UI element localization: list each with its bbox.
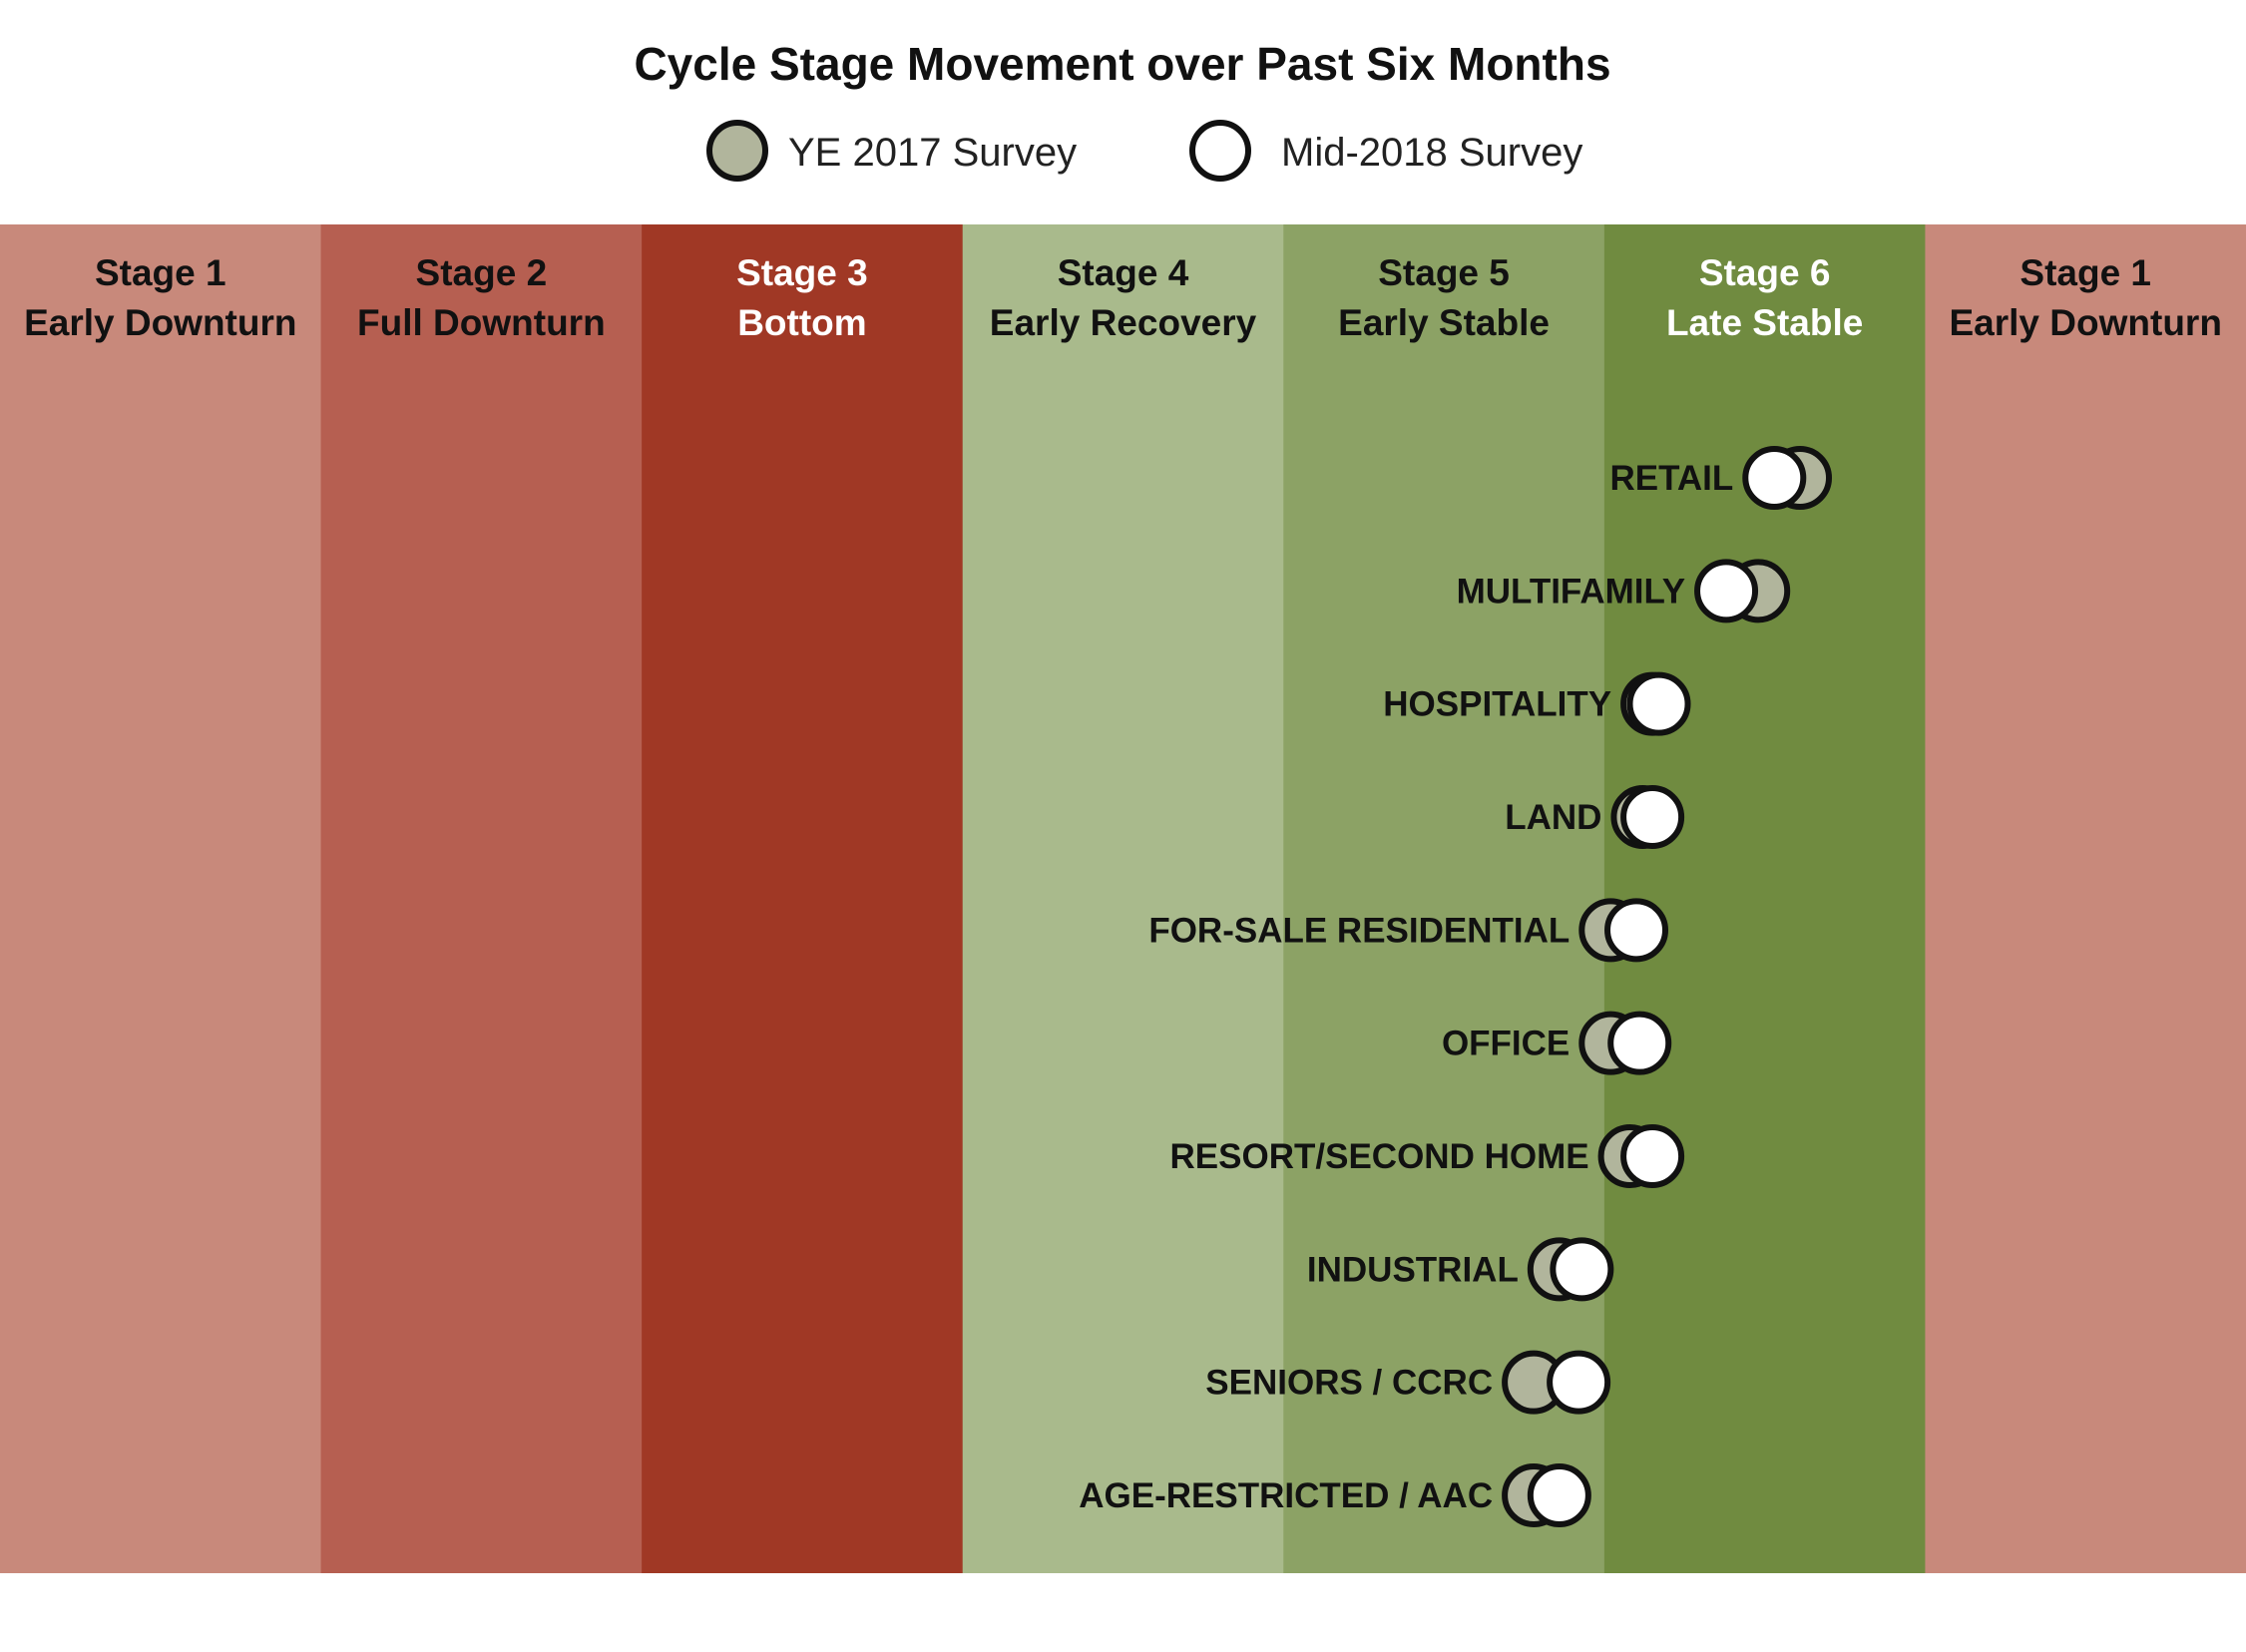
stage-band-7 (1925, 224, 2246, 1573)
stage-label-number-5: Stage 5 (1378, 252, 1510, 293)
marker-mid2018 (1694, 559, 1759, 623)
category-label: FOR-SALE RESIDENTIAL (1148, 911, 1570, 950)
marker-mid2018 (1607, 1011, 1672, 1075)
stage-label-number-4: Stage 4 (1058, 252, 1189, 293)
category-label: AGE-RESTRICTED / AAC (1079, 1476, 1493, 1515)
stage-label-name-1: Early Downturn (24, 302, 296, 343)
chart-title: Cycle Stage Movement over Past Six Month… (634, 38, 1610, 90)
stage-label-name-4: Early Recovery (990, 302, 1257, 343)
stage-label-number-1: Stage 1 (95, 252, 226, 293)
marker-mid2018 (1547, 1350, 1611, 1415)
stage-band-2 (320, 224, 643, 1573)
category-label: LAND (1505, 798, 1601, 837)
category-label: INDUSTRIAL (1307, 1250, 1519, 1289)
marker-mid2018 (1626, 671, 1691, 736)
marker-mid2018 (1742, 446, 1807, 510)
stage-bands (0, 224, 2246, 1573)
marker-mid2018 (1620, 785, 1685, 849)
stage-band-5 (1283, 224, 1605, 1573)
survey-markers (1502, 446, 1833, 1527)
legend-marker-mid2018 (1189, 120, 1251, 182)
stage-band-3 (642, 224, 964, 1573)
marker-mid2018 (1620, 1124, 1685, 1188)
category-label: RETAIL (1609, 459, 1733, 498)
stage-label-number-6: Stage 6 (1699, 252, 1831, 293)
stage-band-6 (1603, 224, 1926, 1573)
category-label: MULTIFAMILY (1457, 572, 1685, 611)
category-label: HOSPITALITY (1383, 685, 1611, 724)
stage-labels: Stage 1 Early Downturn Stage 2 Full Downtur… (24, 252, 2222, 343)
legend-marker-ye2017 (706, 120, 768, 182)
category-label: RESORT/SECOND HOME (1170, 1137, 1589, 1176)
category-label: OFFICE (1442, 1025, 1570, 1063)
stage-band-4 (962, 224, 1284, 1573)
stage-label-name-5: Early Stable (1338, 302, 1550, 343)
stage-label-name-6: Late Stable (1666, 302, 1863, 343)
stage-label-number-3: Stage 3 (736, 252, 868, 293)
legend-label-mid2018: Mid-2018 Survey (1281, 131, 1582, 175)
category-labels: RETAIL MULTIFAMILY HOSPITALITY LAND FOR-SALE… (1079, 459, 1733, 1515)
marker-mid2018 (1604, 898, 1669, 963)
legend: YE 2017 Survey Mid-2018 Survey (706, 120, 1582, 182)
stage-band-1 (0, 224, 322, 1573)
stage-label-number-7: Stage 1 (2020, 252, 2151, 293)
stage-label-name-7: Early Downturn (1950, 302, 2222, 343)
marker-mid2018 (1550, 1237, 1614, 1302)
stage-label-name-3: Bottom (737, 302, 866, 343)
stage-label-number-2: Stage 2 (416, 252, 548, 293)
legend-label-ye2017: YE 2017 Survey (788, 131, 1077, 175)
stage-label-name-2: Full Downturn (357, 302, 606, 343)
category-label: SENIORS / CCRC (1205, 1364, 1493, 1403)
marker-mid2018 (1527, 1463, 1591, 1527)
